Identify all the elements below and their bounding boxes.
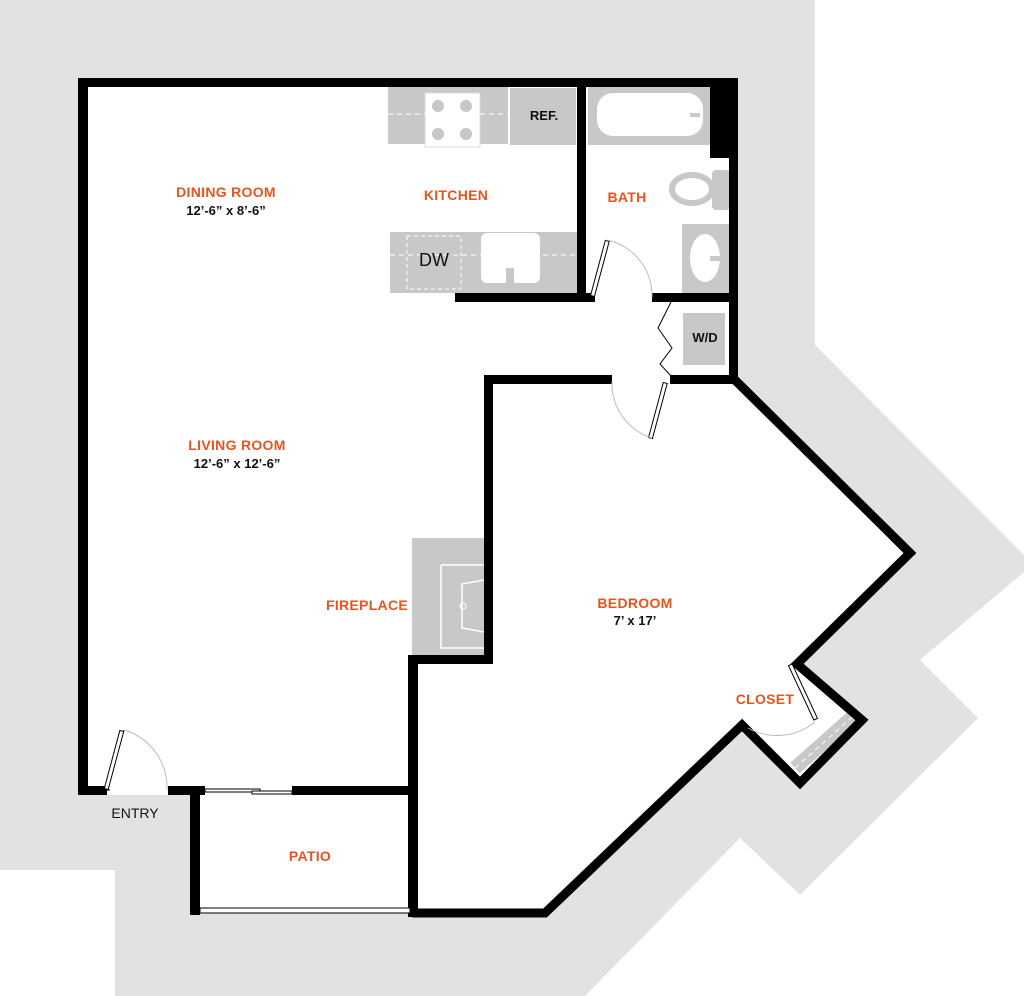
fireplace-label: FIREPLACE <box>325 597 409 613</box>
toilet-icon <box>669 172 715 206</box>
dishwasher-icon <box>406 235 462 290</box>
sink-bath-icon <box>690 234 720 282</box>
refrigerator-label: REF. <box>529 108 559 123</box>
closet-label: CLOSET <box>735 691 795 707</box>
stove-icon <box>424 92 481 148</box>
closet-shelf <box>790 706 863 774</box>
washer-dryer-icon <box>683 313 725 365</box>
sink-icon <box>481 233 540 283</box>
kitchen-label: KITCHEN <box>423 187 489 203</box>
bedroom-outer-wall <box>412 375 917 918</box>
burner-icons <box>432 100 472 140</box>
bedroom-label: BEDROOM <box>597 595 673 611</box>
doors <box>103 239 819 914</box>
toilet-tank <box>712 170 730 210</box>
dining-room-label: DINING ROOM <box>176 184 276 200</box>
walls <box>78 78 738 917</box>
fireplace-icon <box>412 538 484 655</box>
dishwasher-label: DW <box>419 250 449 270</box>
entry-label: ENTRY <box>111 805 159 821</box>
living-room-dimensions: 12’-6” x 12’-6” <box>193 456 281 471</box>
dining-room-dimensions: 12’-6” x 8’-6” <box>186 203 266 218</box>
washer-dryer-label: W/D <box>692 330 718 345</box>
patio-label: PATIO <box>288 848 332 864</box>
living-room-label: LIVING ROOM <box>188 437 286 453</box>
bedroom-dimensions: 7’ x 17’ <box>613 613 657 628</box>
bathtub-icon <box>597 93 703 136</box>
bath-label: BATH <box>607 189 647 205</box>
